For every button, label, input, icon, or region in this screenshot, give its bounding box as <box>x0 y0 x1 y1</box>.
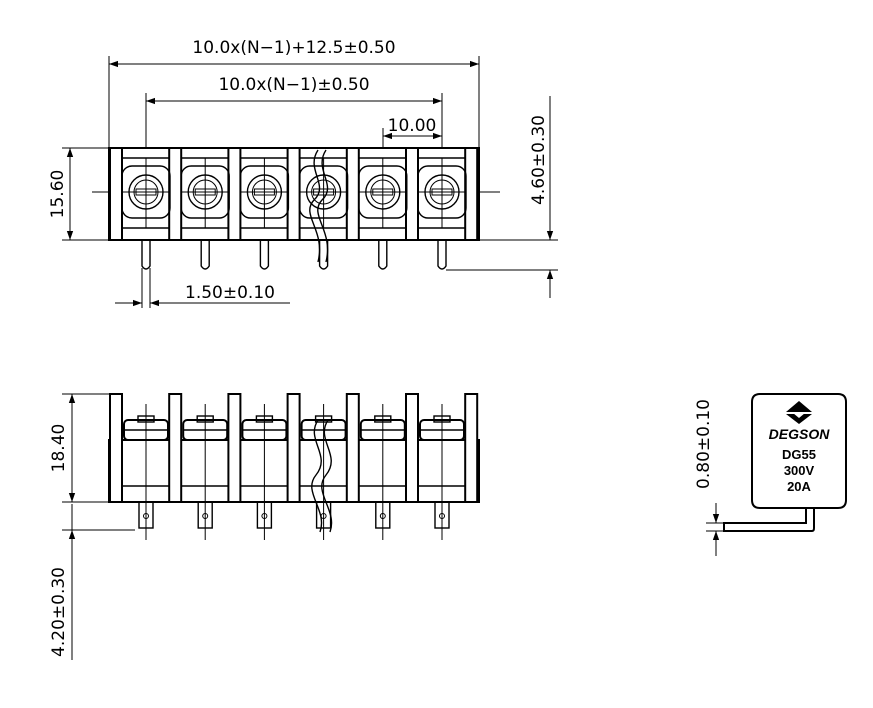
voltage-label: 300V <box>784 463 815 478</box>
front-pin-hole <box>379 513 386 519</box>
top-barrier <box>109 147 123 241</box>
front-pins <box>138 501 450 529</box>
front-view: 18.40 4.20±0.30 <box>49 393 480 660</box>
top-barrier <box>168 147 183 241</box>
pitch-label: 10.00 <box>388 116 437 136</box>
front-pin <box>434 501 450 529</box>
top-pin <box>378 240 388 270</box>
front-barrier <box>227 393 242 503</box>
top-barrier <box>345 147 360 241</box>
side-height-label: 18.40 <box>49 424 69 473</box>
front-pin-hole <box>439 513 445 519</box>
front-pin <box>138 501 154 529</box>
top-pin <box>200 240 210 270</box>
top-view: 10.0x(N−1)+12.5±0.50 10.0x(N−1)±0.50 10.… <box>48 38 558 308</box>
pin-length-label: 4.20±0.30 <box>49 567 69 657</box>
front-pin <box>256 501 273 529</box>
front-pin <box>197 501 213 529</box>
front-barrier <box>345 393 360 503</box>
pin-width-label: 1.50±0.10 <box>185 283 275 303</box>
front-barriers <box>109 393 479 503</box>
body-height-label: 15.60 <box>48 170 68 219</box>
front-barrier <box>109 393 123 503</box>
front-break-line <box>311 419 323 533</box>
pin-thickness-label: 0.80±0.10 <box>694 399 714 489</box>
front-pin-hole <box>202 513 209 519</box>
side-view: DEGSON DG55 300V 20A 0.80±0.10 <box>694 393 847 556</box>
top-barriers <box>109 147 479 241</box>
top-pin <box>437 240 447 270</box>
front-barrier <box>405 393 419 503</box>
top-pin <box>318 240 329 270</box>
front-pin <box>375 501 391 529</box>
front-pin-hole <box>261 513 268 519</box>
top-pins <box>141 240 447 270</box>
top-screws <box>121 158 467 228</box>
top-barrier <box>227 147 242 241</box>
pitch-span-label: 10.0x(N−1)±0.50 <box>218 75 369 95</box>
side-view-pin <box>723 508 815 532</box>
side-view-body <box>751 393 847 509</box>
degson-logo-icon <box>786 401 812 424</box>
top-pin <box>141 240 151 270</box>
front-barrier <box>168 393 183 503</box>
top-barrier <box>464 147 479 241</box>
top-barrier <box>286 147 301 241</box>
front-pin-hole <box>143 513 149 519</box>
brand-label: DEGSON <box>769 426 831 442</box>
top-barrier <box>405 147 419 241</box>
front-barrier <box>464 393 479 503</box>
current-label: 20A <box>787 479 811 494</box>
top-break-line <box>309 149 321 263</box>
front-barrier <box>286 393 301 503</box>
top-pin <box>259 240 270 270</box>
front-screw-heads <box>123 404 465 540</box>
model-label: DG55 <box>782 447 816 462</box>
pin-offset-label: 4.60±0.30 <box>529 115 549 205</box>
overall-length-label: 10.0x(N−1)+12.5±0.50 <box>192 38 395 58</box>
